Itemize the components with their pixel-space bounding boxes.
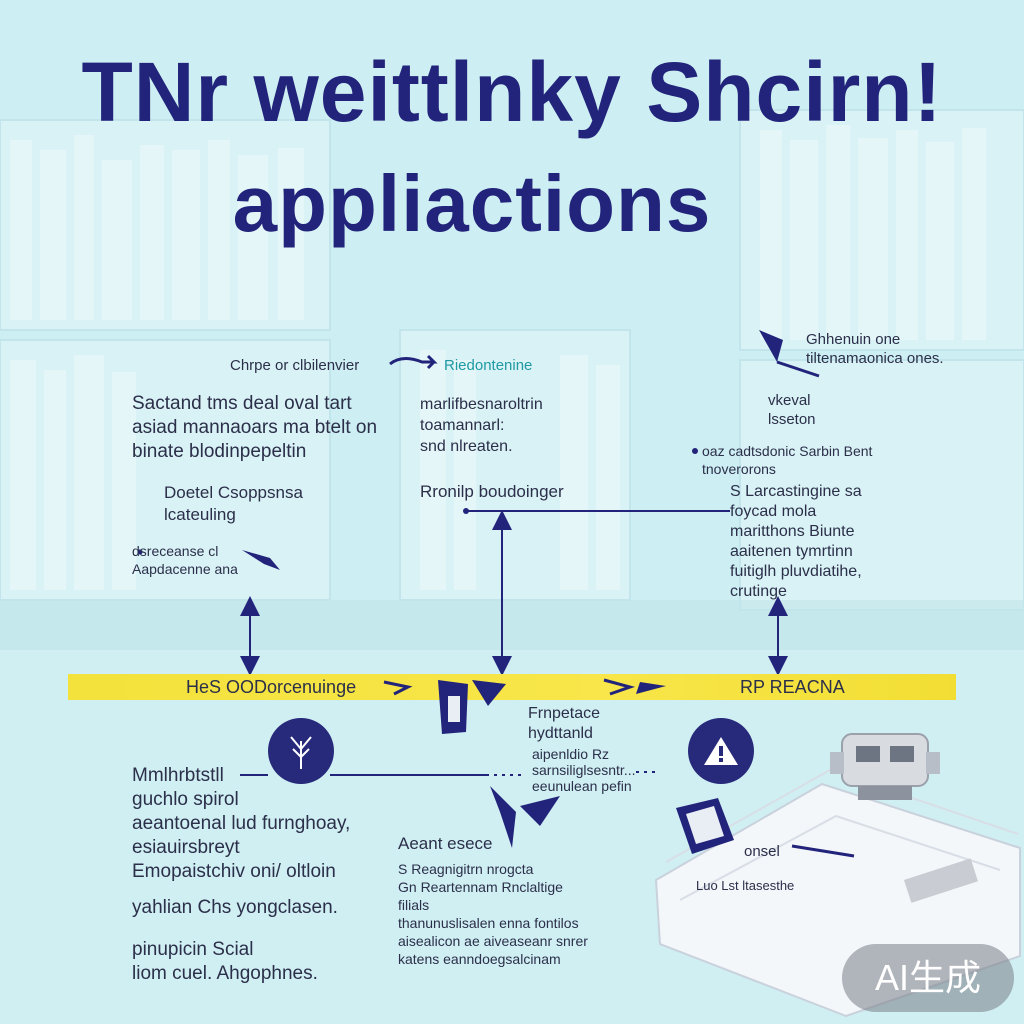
hand-arrow-icon	[242, 550, 280, 570]
document-icon	[676, 798, 734, 854]
center-label: Rronilp boudoinger	[420, 482, 564, 501]
document-icon	[438, 680, 506, 734]
bird-arrow-icon	[759, 330, 820, 378]
flow-left-label: Chrpe or clbilenvier	[230, 357, 360, 374]
lower-right-footnote: Luo Lst ltasesthe	[696, 878, 795, 893]
top-right-note: Ghhenuin one tiltenamaonica ones.	[806, 331, 944, 367]
pointer-note: vkeval lsseton	[768, 392, 816, 428]
right-heading: oaz cadtsdonic Sarbin Bent tnoverorons	[702, 443, 873, 477]
banner-right-label: RP REACNA	[740, 677, 845, 697]
chevron-arrow-icon	[603, 678, 666, 696]
lower-center-paragraph: S Reagnigitrn nrogcta Gn Reartennam Rncl…	[398, 861, 588, 967]
highlight-banner: HeS OODorcenuinge RP REACNA	[68, 674, 956, 700]
left-note: dsreceanse cl Aapdacenne ana	[132, 543, 238, 577]
warning-triangle-icon	[688, 718, 754, 784]
bird-arrow-icon	[490, 786, 560, 848]
ai-generated-badge: AI生成	[842, 944, 1014, 1012]
hand-arrow-icon	[389, 354, 438, 370]
lower-left-footnote: pinupicin Scial liom cuel. Ahgophnes.	[132, 939, 318, 984]
lower-right-label: onsel	[744, 843, 780, 860]
lower-center-sub: aipenldio Rz sarnsiliglsesntr... eeunule…	[532, 746, 636, 794]
lower-center-top: Frnpetace hydttanld	[528, 705, 601, 742]
robot-machine-icon	[830, 733, 940, 800]
left-sub-label: Doetel Csoppsnsa lcateuling	[164, 483, 303, 524]
flow-right-label: Riedontenine	[444, 357, 533, 374]
center-paragraph: marlifbesnaroltrin toamannarl: snd nlrea…	[420, 396, 543, 455]
left-paragraph: Sactand tms deal oval tart asiad mannaoa…	[132, 393, 378, 462]
right-paragraph: S Larcastingine sa foycad mola maritthon…	[730, 483, 862, 600]
lower-left-line: yahlian Chs yongclasen.	[132, 897, 338, 918]
page-title-line2: appliactions	[232, 159, 712, 248]
lower-center-mid: Aeant esece	[398, 834, 493, 853]
banner-left-label: HeS OODorcenuinge	[186, 677, 357, 697]
chevron-arrow-icon	[383, 680, 413, 696]
arrow-icon	[791, 844, 855, 858]
page-title-line1: TNr weittlnky Shcirn!	[81, 45, 943, 139]
lower-left-label: Mmlhrbtstll guchlo spirol	[132, 765, 239, 810]
tree-emblem-icon	[268, 718, 334, 784]
lower-left-paragraph: aeantoenal lud furnghoay, esiauirsbreyt …	[132, 813, 351, 882]
